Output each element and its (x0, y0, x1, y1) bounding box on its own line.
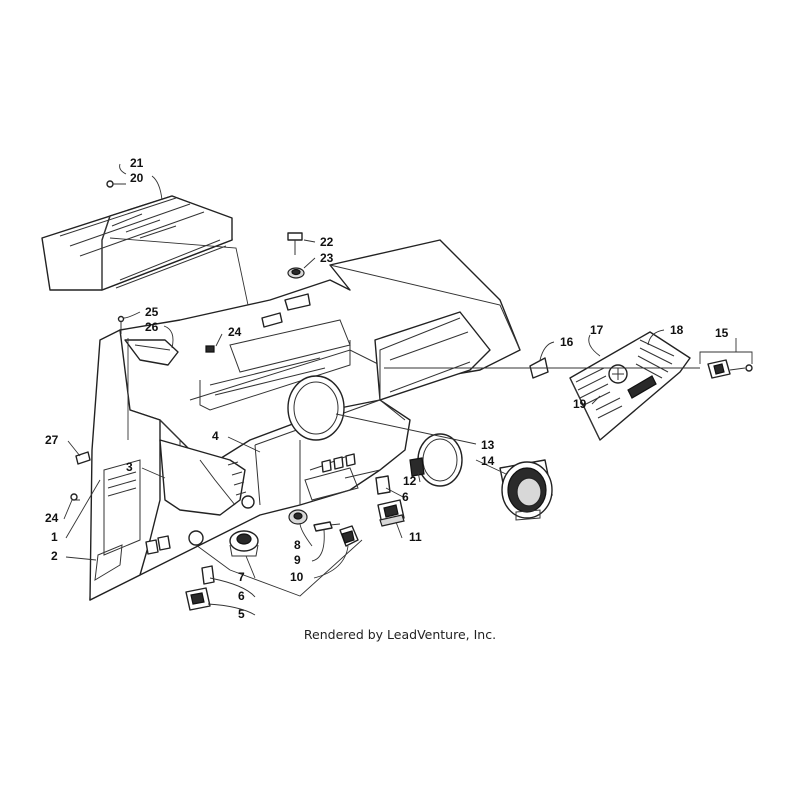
callout-25: 25 (145, 305, 159, 319)
callout-21: 21 (130, 156, 144, 170)
callout-6: 6 (238, 589, 245, 603)
callout-24: 24 (228, 325, 242, 339)
callout-7: 7 (238, 570, 245, 584)
switch-slots (145, 453, 356, 555)
callout-19: 19 (573, 397, 587, 411)
callout-23: 23 (320, 251, 334, 265)
screw[interactable] (287, 232, 303, 255)
push-rivet[interactable] (70, 493, 80, 501)
cover-plate[interactable] (569, 331, 691, 441)
switch-blank[interactable] (409, 457, 425, 477)
warning-decal[interactable] (575, 339, 675, 419)
switch[interactable] (707, 359, 753, 379)
clip[interactable] (205, 345, 215, 353)
switch-bezel[interactable] (201, 565, 215, 585)
callout-18: 18 (670, 323, 684, 337)
callout-24: 24 (45, 511, 59, 525)
callout-14: 14 (481, 454, 495, 468)
ignition-nut[interactable] (288, 509, 308, 525)
callout-3: 3 (126, 460, 133, 474)
callout-15: 15 (715, 326, 729, 340)
callout-20: 20 (130, 171, 144, 185)
callout-2: 2 (51, 549, 58, 563)
callout-17: 17 (590, 323, 604, 337)
rocker-switch[interactable] (185, 587, 211, 611)
callout-6: 6 (402, 490, 409, 504)
callout-12: 12 (403, 474, 417, 488)
callout-labels: 21 20 22 23 25 26 24 17 18 15 16 19 27 4… (45, 156, 729, 621)
callout-13: 13 (481, 438, 495, 452)
callout-27: 27 (45, 433, 59, 447)
callout-4: 4 (212, 429, 219, 443)
glove-box[interactable] (41, 195, 233, 291)
leader-lines (63, 163, 753, 616)
ignition-key[interactable] (313, 521, 341, 532)
gauge-opening (287, 375, 345, 441)
dash-storage-tray[interactable] (374, 311, 491, 401)
switch-bezel[interactable] (375, 475, 391, 495)
gauge-ring[interactable] (417, 433, 463, 487)
mount-bracket (261, 293, 311, 328)
bracket[interactable] (124, 339, 179, 366)
grommet[interactable] (287, 267, 305, 279)
callout-16: 16 (560, 335, 574, 349)
callout-10: 10 (290, 570, 304, 584)
ignition-switch[interactable] (339, 525, 359, 547)
side-panel[interactable] (89, 329, 181, 601)
callout-1: 1 (51, 530, 58, 544)
callout-11: 11 (409, 530, 422, 544)
knob[interactable] (188, 495, 255, 546)
rocker-switch[interactable] (377, 499, 405, 527)
screw[interactable] (106, 180, 126, 188)
callout-5: 5 (238, 607, 245, 621)
screw[interactable] (117, 315, 125, 335)
callout-9: 9 (294, 553, 301, 567)
render-credit: Rendered by LeadVenture, Inc. (303, 627, 497, 642)
ignition-housing[interactable] (229, 530, 259, 557)
callout-22: 22 (320, 235, 334, 249)
speedometer[interactable] (499, 459, 553, 521)
steering-column-cover[interactable] (159, 439, 247, 516)
callout-8: 8 (294, 538, 301, 552)
callout-26: 26 (145, 320, 159, 334)
